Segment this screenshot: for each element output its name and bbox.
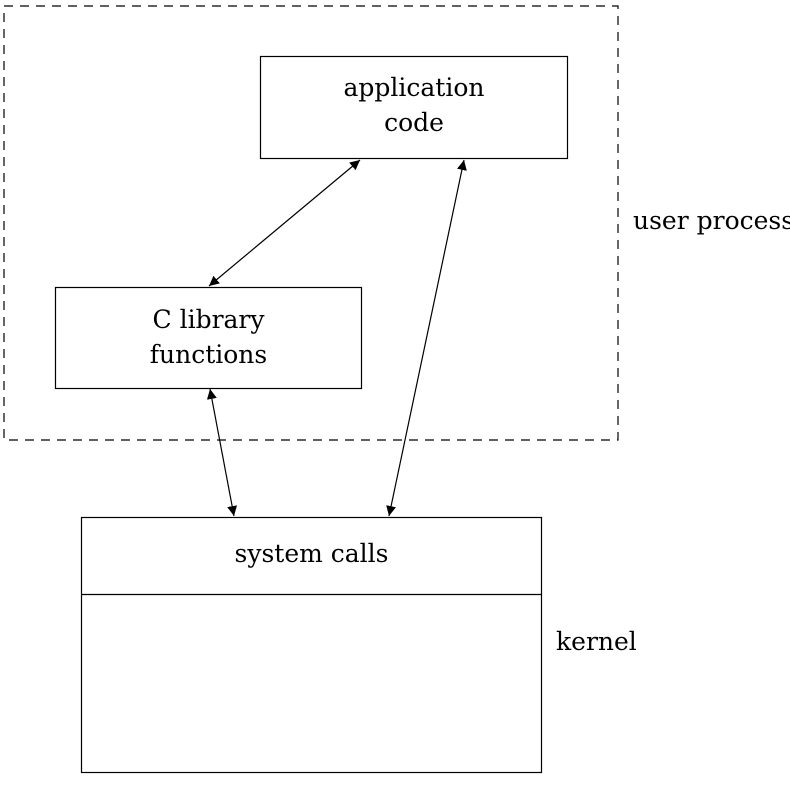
- user-process-label: user process: [633, 206, 790, 235]
- kernel-label: kernel: [556, 627, 637, 656]
- arrow-clibrary-to-syscalls: [206, 388, 238, 517]
- application-code-label: application code: [260, 70, 568, 140]
- arrow-clibrary-to-application: [208, 159, 361, 287]
- c-library-box: [54, 286, 363, 390]
- application-code-label-line2: code: [384, 108, 444, 137]
- kernel-box: [80, 516, 543, 774]
- application-code-box: [259, 55, 569, 160]
- arrow-application-to-syscalls: [386, 159, 467, 517]
- user-process-boundary: [3, 5, 619, 441]
- c-library-label-line2: functions: [149, 340, 268, 369]
- c-library-label-line1: C library: [152, 305, 265, 334]
- c-library-label: C library functions: [55, 302, 362, 372]
- system-calls-label: system calls: [234, 539, 389, 568]
- application-code-label-line1: application: [343, 73, 485, 102]
